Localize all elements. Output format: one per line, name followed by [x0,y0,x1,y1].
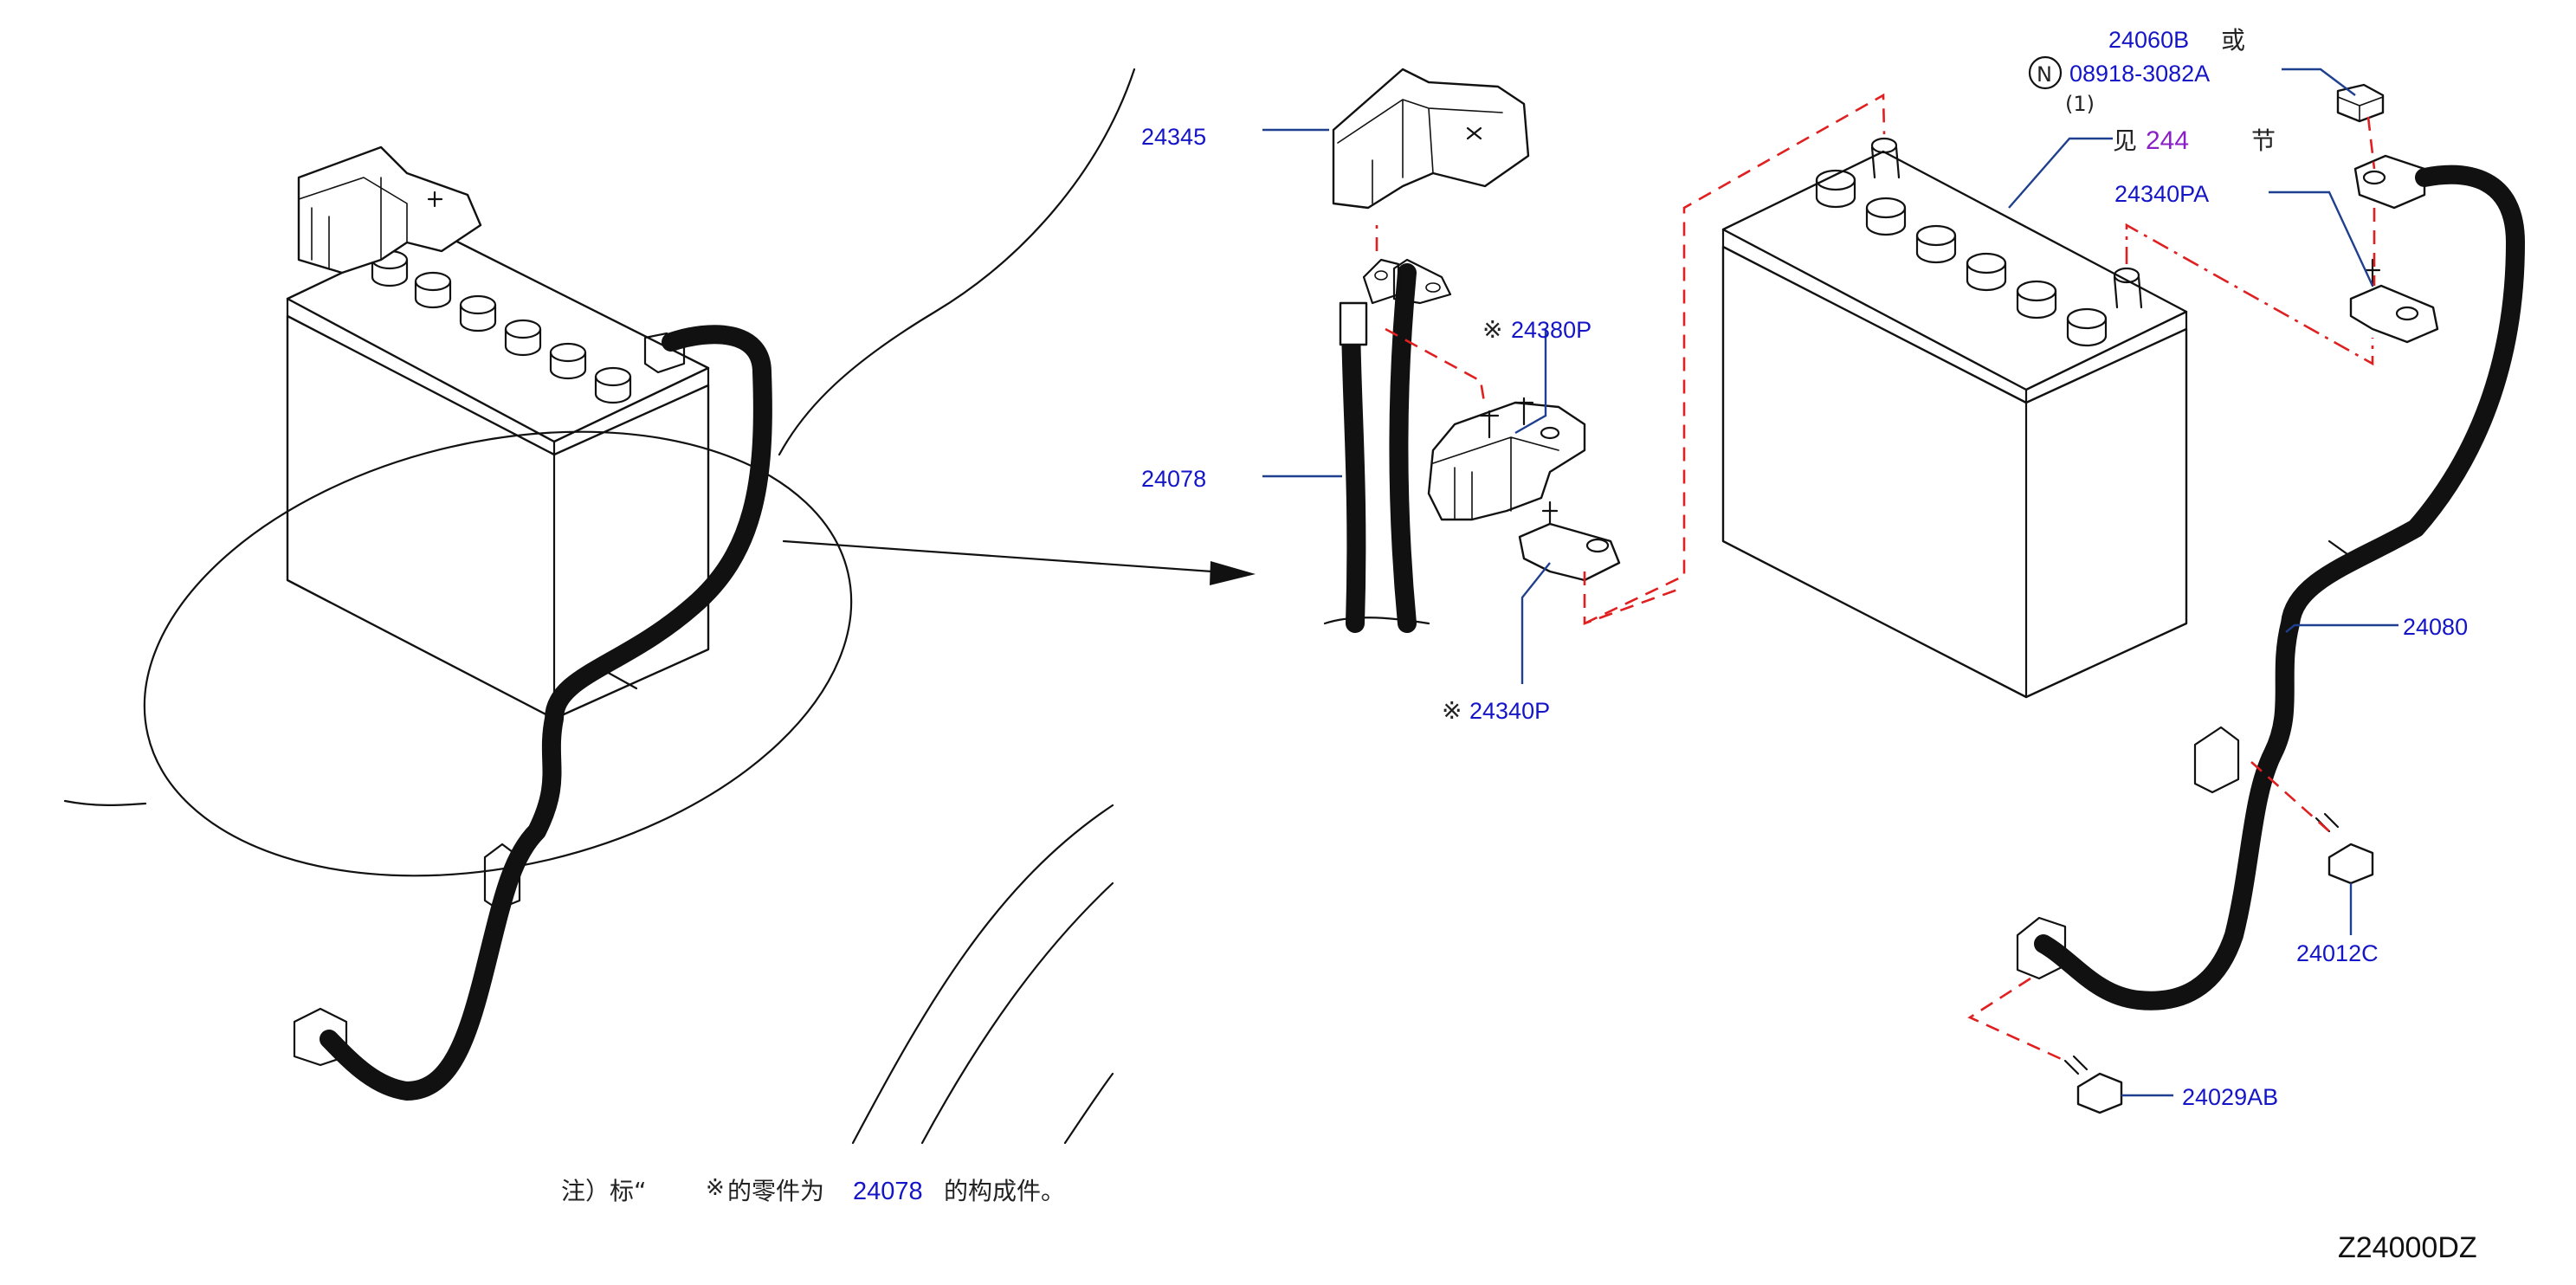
label-08918-3082A: 08918-3082A [2069,61,2210,87]
new-part-n-icon: N [2028,55,2063,90]
label-24060B: 24060B [2108,27,2189,53]
leader-lines [1262,68,2398,1097]
label-24340P: 24340P [1469,698,1550,724]
asterisk-24340P: ※ [1442,696,1462,725]
or-text: 或 [2221,26,2245,55]
note-suffix: 的构成件。 [944,1177,1065,1205]
detail-view [1323,68,1681,633]
note-mark: ※ [706,1175,725,1201]
label-24080: 24080 [2403,614,2468,640]
label-24380P: 24380P [1511,317,1591,343]
labels: 24345 24078 ※ 24380P ※ 24340P 24060B 或 N… [561,26,2477,1264]
note-prefix: 注）标“ [561,1177,647,1205]
footnote: 注）标“ ※ 的零件为 24078 的构成件。 [561,1175,1065,1205]
label-24340PA: 24340PA [2114,181,2209,207]
label-24345: 24345 [1141,124,1206,150]
installed-battery-view [63,68,1256,1145]
note-part: 24078 [853,1178,923,1205]
label-24029AB: 24029AB [2182,1084,2278,1110]
see-section-number: 244 [2146,126,2189,155]
see-section-prefix: 见 [2113,126,2137,155]
label-24012C: 24012C [2296,940,2379,966]
note-middle: 的零件为 [727,1177,824,1205]
label-24078: 24078 [1141,466,1206,492]
asterisk-24380P: ※ [1482,315,1502,344]
exploded-battery-view [1584,83,2525,1114]
quantity-label: (1) [2065,92,2095,116]
see-section-suffix: 节 [2251,126,2276,155]
diagram-code: Z24000DZ [2338,1231,2477,1264]
svg-text:N: N [2037,62,2052,87]
